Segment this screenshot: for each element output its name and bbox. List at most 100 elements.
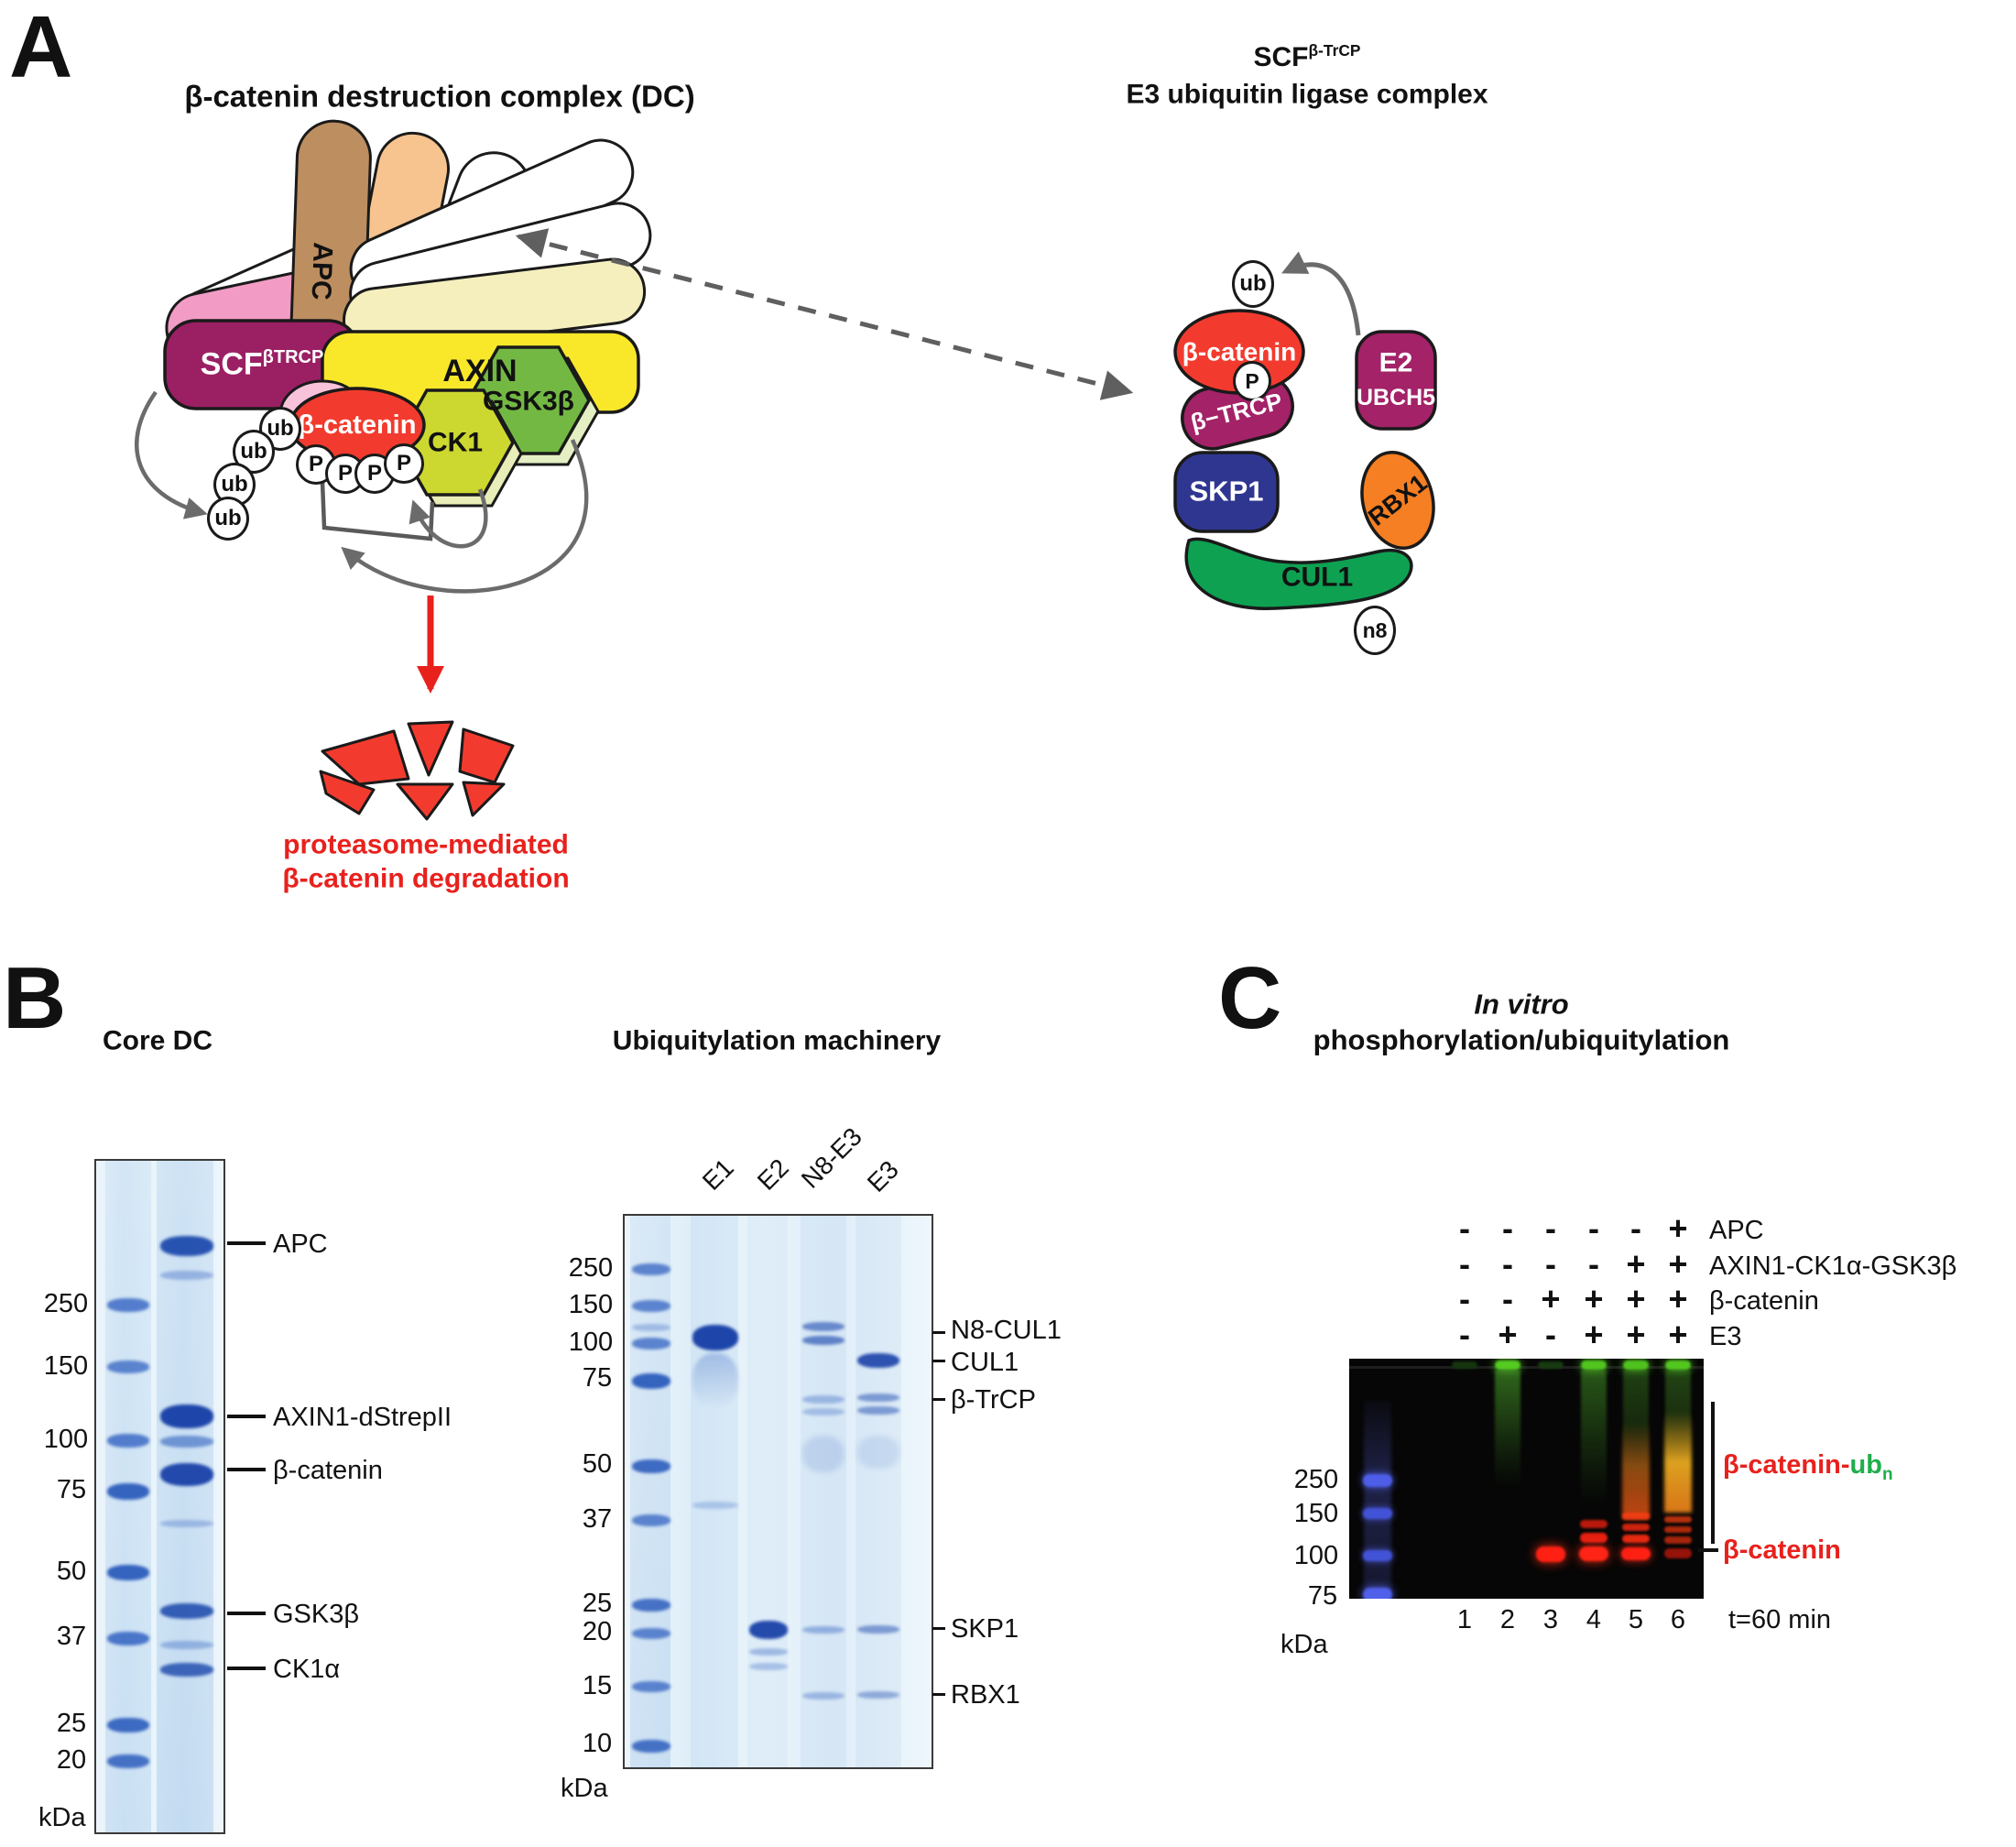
e3-title-scf-sup: β-TrCP [1308, 40, 1361, 60]
cond-sign: - [1630, 1209, 1641, 1248]
gel-band [802, 1626, 845, 1634]
marker-label: 250 [43, 1288, 89, 1318]
e2-label: E2 [1379, 347, 1413, 378]
scf-label: SCFβTRCP [200, 346, 324, 382]
gel-band [632, 1263, 670, 1275]
complex-exchange-dashed-arrow [515, 228, 1134, 400]
lane-label-n8e3: N8-E3 [795, 1121, 867, 1194]
marker-label: 20 [582, 1616, 613, 1646]
ck1-phosphorylation-arrow [409, 488, 488, 549]
cul1-shape [1184, 537, 1413, 610]
gel-band [632, 1599, 670, 1612]
gel-band [160, 1641, 213, 1649]
ub-text: ub [1239, 271, 1267, 296]
fluorescence-gel [1349, 1359, 1704, 1599]
skp1-label: SKP1 [1189, 475, 1264, 508]
ubch5-label: UBCH5 [1356, 384, 1436, 410]
gel-band [802, 1336, 845, 1345]
cond-sign: - [1459, 1280, 1470, 1318]
gel-band [857, 1406, 899, 1415]
gel-band [632, 1459, 670, 1473]
apc-label: APC [305, 241, 338, 301]
well-cap-green [1665, 1361, 1691, 1370]
kda-label: kDa [1280, 1629, 1328, 1659]
invitro-title-line1: In vitro [1474, 988, 1569, 1021]
p-text: P [396, 451, 411, 475]
time-label: t=60 min [1728, 1604, 1832, 1634]
gsk3b-phosphorylation-arrow [341, 439, 589, 594]
cond-label-axin-module: AXIN1-CK1α-GSK3β [1709, 1251, 1957, 1281]
p-text: P [1245, 368, 1259, 393]
bcat-band-lane3 [1536, 1546, 1565, 1562]
bcat-annotation: β-catenin [1723, 1535, 1841, 1565]
gel-smear [692, 1353, 738, 1408]
band-label: RBX1 [951, 1679, 1020, 1710]
marker-label: 50 [56, 1556, 87, 1586]
band-tick [932, 1627, 945, 1630]
ubn-label: β-catenin-ubn [1723, 1451, 1893, 1484]
band-tick [227, 1241, 266, 1245]
gel-band [632, 1740, 670, 1753]
bcat-band-lane5 [1621, 1547, 1651, 1560]
gel-lane [691, 1216, 738, 1767]
cond-sign: + [1626, 1245, 1646, 1284]
bcat-band-lane6 [1664, 1548, 1692, 1558]
gel-band [857, 1393, 899, 1402]
cond-sign: + [1498, 1316, 1518, 1354]
gel-band [107, 1483, 149, 1500]
ub-circle-4: ub [207, 497, 249, 541]
e3-p-circle: P [1233, 361, 1271, 401]
marker-label: 15 [582, 1670, 613, 1700]
marker-label: 75 [1307, 1580, 1338, 1611]
band-tick [227, 1415, 266, 1418]
cond-sign: - [1588, 1209, 1599, 1248]
marker-label: 37 [582, 1503, 613, 1534]
ubn-smear-lane6 [1664, 1412, 1692, 1513]
degraded-beta-catenin-shards [319, 720, 515, 821]
ladder-band-100 [1363, 1550, 1392, 1561]
band-label: AXIN1-dStrepII [273, 1402, 452, 1432]
invitro-title-line2: phosphorylation/ubiquitylation [1313, 1023, 1730, 1056]
gel-band [749, 1648, 788, 1656]
kda-label: kDa [38, 1802, 86, 1832]
gel-band [107, 1718, 149, 1732]
p-text: P [308, 452, 323, 476]
cond-sign: - [1502, 1280, 1513, 1318]
cond-label-bcat: β-catenin [1709, 1285, 1819, 1316]
cond-sign: + [1584, 1280, 1604, 1318]
well-cap-green [1623, 1361, 1649, 1370]
e2-ub-transfer-arrow [1281, 251, 1361, 336]
gel-band [107, 1632, 149, 1645]
lane-number: 2 [1499, 1604, 1516, 1634]
gel-smear [802, 1436, 845, 1472]
band-tick [1698, 1548, 1718, 1552]
marker-label: 100 [568, 1327, 614, 1357]
gel-band [802, 1395, 845, 1404]
ladder-band-150 [1363, 1508, 1392, 1519]
band-tick [227, 1468, 266, 1471]
gel-band [632, 1300, 670, 1312]
lane-number: 6 [1670, 1604, 1686, 1634]
kda-label: kDa [561, 1773, 608, 1803]
panel-a-label: A [9, 0, 73, 96]
band-label: CUL1 [951, 1347, 1019, 1377]
scf-label-main: SCF [200, 346, 263, 382]
pathway-diagram [135, 119, 1437, 821]
marker-label: 250 [568, 1252, 614, 1283]
well-cap [1452, 1361, 1477, 1369]
marker-label: 100 [1293, 1540, 1339, 1570]
cul1-label: CUL1 [1280, 562, 1354, 593]
gel-band [107, 1754, 149, 1768]
cond-sign: + [1541, 1280, 1561, 1318]
e3-title-scf: SCF [1253, 41, 1309, 72]
band-label: N8-CUL1 [951, 1315, 1062, 1345]
cond-label-e3: E3 [1709, 1321, 1742, 1351]
p-text: P [366, 461, 382, 486]
e3-title-line2: E3 ubiquitin ligase complex [1126, 79, 1488, 110]
gel-band [107, 1361, 149, 1373]
ub-text: ub [221, 472, 248, 497]
gel-band [632, 1514, 670, 1526]
ub-text: ub [214, 506, 242, 530]
cond-sign: + [1626, 1280, 1646, 1318]
cond-sign: - [1502, 1245, 1513, 1284]
